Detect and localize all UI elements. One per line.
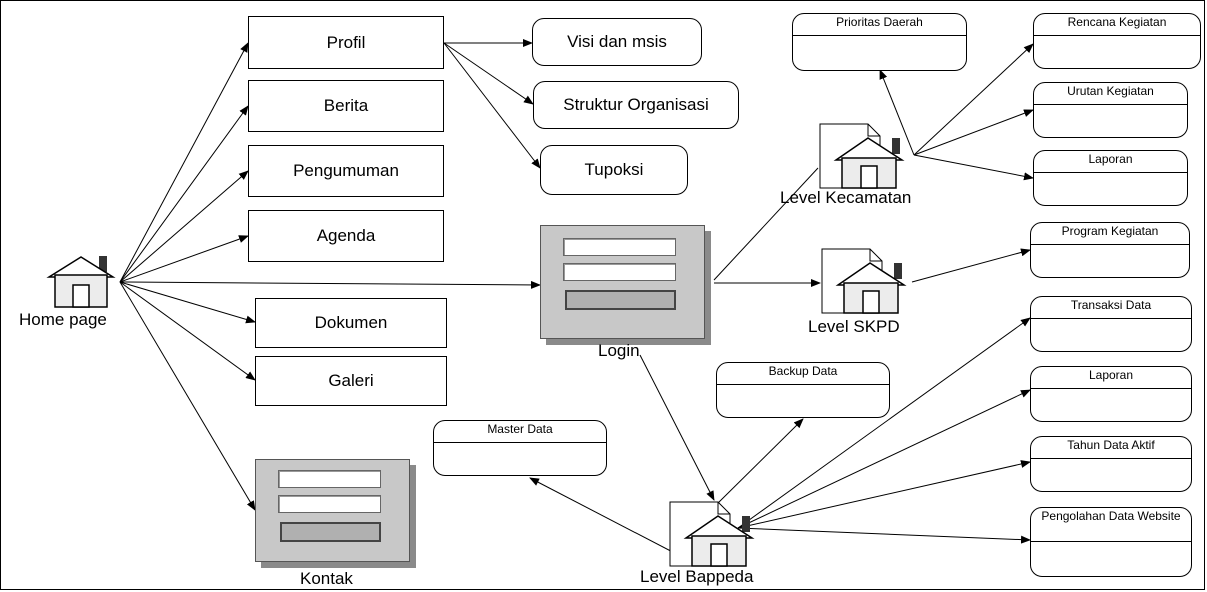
laporan-bappeda-entity[interactable]: Laporan xyxy=(1030,366,1192,422)
kontak-form-icon xyxy=(255,459,410,562)
tahun-data-aktif-title: Tahun Data Aktif xyxy=(1031,437,1191,459)
edge-home-dokumen xyxy=(119,281,256,324)
level-kecamatan-label: Level Kecamatan xyxy=(780,188,912,207)
visi-misi-box[interactable]: Visi dan msis xyxy=(532,18,702,66)
level-skpd-label: Level SKPD xyxy=(808,317,900,336)
level-bappeda-icon xyxy=(669,501,755,567)
level-skpd-icon xyxy=(821,248,907,314)
home-page-icon xyxy=(46,256,116,308)
tupoksi-box[interactable]: Tupoksi xyxy=(540,145,688,195)
edge-home-login xyxy=(119,280,541,289)
edge-home-profil xyxy=(119,42,249,283)
transaksi-data-entity[interactable]: Transaksi Data xyxy=(1030,296,1192,352)
edge-login-bappeda xyxy=(639,354,715,501)
edge-home-agenda xyxy=(119,235,249,283)
backup-data-title: Backup Data xyxy=(717,363,889,385)
rencana-kegiatan-entity[interactable]: Rencana Kegiatan xyxy=(1033,13,1201,69)
login-form-icon[interactable] xyxy=(540,225,705,339)
edge-profil-struktur xyxy=(443,42,534,105)
kontak-label: Kontak xyxy=(300,569,353,588)
edge-home-berita xyxy=(119,105,249,283)
edge-kec-prioritas xyxy=(879,69,915,156)
urutan-kegiatan-title: Urutan Kegiatan xyxy=(1034,83,1187,105)
edge-kec-urutan xyxy=(913,109,1034,156)
rencana-kegiatan-title: Rencana Kegiatan xyxy=(1034,14,1200,36)
login-label: Login xyxy=(598,341,640,360)
galeri-box[interactable]: Galeri xyxy=(255,356,447,406)
edge-skpd-program xyxy=(911,248,1031,283)
urutan-kegiatan-entity[interactable]: Urutan Kegiatan xyxy=(1033,82,1188,138)
prioritas-daerah-entity[interactable]: Prioritas Daerah xyxy=(792,13,967,71)
tahun-data-aktif-entity[interactable]: Tahun Data Aktif xyxy=(1030,436,1192,492)
program-kegiatan-entity[interactable]: Program Kegiatan xyxy=(1030,222,1190,278)
pengumuman-box[interactable]: Pengumuman xyxy=(248,145,444,197)
agenda-box[interactable]: Agenda xyxy=(248,210,444,262)
edge-home-galeri xyxy=(119,281,256,381)
edge-profil-tupoksi xyxy=(443,42,541,169)
edge-home-kontak xyxy=(119,281,256,511)
laporan-bappeda-title: Laporan xyxy=(1031,367,1191,389)
home-page-label: Home page xyxy=(19,310,107,329)
prioritas-daerah-title: Prioritas Daerah xyxy=(793,14,966,36)
master-data-entity[interactable]: Master Data xyxy=(433,420,607,476)
transaksi-data-title: Transaksi Data xyxy=(1031,297,1191,319)
edge-bap-tahun xyxy=(737,460,1031,529)
berita-box[interactable]: Berita xyxy=(248,80,444,132)
edge-bap-transaksi xyxy=(737,317,1031,529)
level-bappeda-label: Level Bappeda xyxy=(640,567,754,586)
dokumen-box[interactable]: Dokumen xyxy=(255,298,447,348)
edge-bap-master xyxy=(529,477,689,561)
laporan-kecamatan-title: Laporan xyxy=(1034,151,1187,173)
pengolahan-data-website-entity[interactable]: Pengolahan Data Website xyxy=(1030,507,1192,577)
backup-data-entity[interactable]: Backup Data xyxy=(716,362,890,418)
struktur-organisasi-box[interactable]: Struktur Organisasi xyxy=(533,81,739,129)
profil-box[interactable]: Profil xyxy=(248,16,444,69)
edge-kec-laporan xyxy=(913,154,1034,181)
pengolahan-data-website-title: Pengolahan Data Website xyxy=(1031,508,1191,542)
level-kecamatan-icon xyxy=(819,123,905,189)
edge-home-pengumuman xyxy=(119,170,249,283)
edge-login-kecamatan xyxy=(713,167,819,281)
edge-bap-pengolahan xyxy=(737,527,1031,544)
laporan-kecamatan-entity[interactable]: Laporan xyxy=(1033,150,1188,206)
master-data-title: Master Data xyxy=(434,421,606,443)
edge-bap-backup xyxy=(715,418,804,506)
edge-kec-rencana xyxy=(913,43,1034,156)
edge-bap-laporan xyxy=(737,389,1031,529)
program-kegiatan-title: Program Kegiatan xyxy=(1031,223,1189,245)
